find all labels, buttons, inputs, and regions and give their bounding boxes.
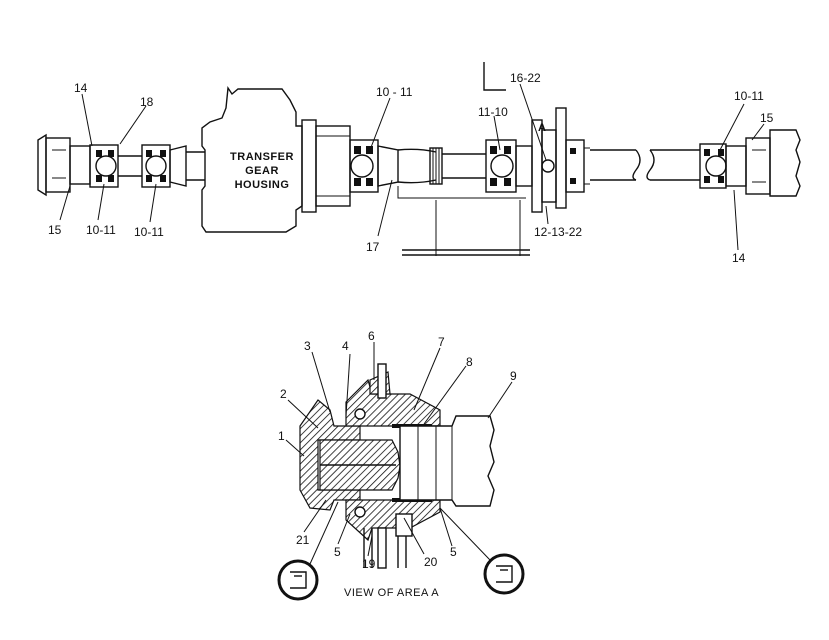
callout-19: 19 bbox=[362, 557, 376, 571]
callout-15-left: 15 bbox=[48, 223, 62, 237]
callout-8: 8 bbox=[466, 355, 473, 369]
callout-4: 4 bbox=[342, 339, 349, 353]
housing-label-line-1: TRANSFER bbox=[230, 151, 294, 163]
carrier-bearing-plate bbox=[483, 62, 590, 213]
detail-caption: VIEW OF AREA A bbox=[344, 587, 439, 599]
housing-label-line-2: GEAR bbox=[245, 165, 279, 177]
drive-shaft-assembly: TRANSFER GEAR HOUSING bbox=[37, 62, 801, 265]
callout-17: 17 bbox=[366, 240, 380, 254]
transfer-gear-housing bbox=[201, 85, 303, 233]
right-u-joint bbox=[699, 129, 801, 197]
left-u-joint bbox=[89, 144, 142, 188]
area-a-section-view: 1 2 3 4 6 7 8 9 21 5 19 20 5 VIEW OF ARE… bbox=[277, 329, 525, 601]
detail-callouts: 1 2 3 4 6 7 8 9 21 5 19 20 5 bbox=[278, 329, 517, 571]
yoke-housing bbox=[299, 399, 361, 511]
callout-14-right: 14 bbox=[732, 251, 746, 265]
callout-21: 21 bbox=[296, 533, 310, 547]
callout-5-right: 5 bbox=[450, 545, 457, 559]
mounting-plate-upper bbox=[377, 363, 387, 399]
second-u-joint bbox=[141, 144, 205, 188]
bearing-ball-lower bbox=[354, 506, 366, 518]
support-bracket bbox=[397, 186, 530, 256]
callout-14-left: 14 bbox=[74, 81, 88, 95]
center-tube-shaft bbox=[397, 147, 486, 185]
bearing-ball-upper bbox=[354, 408, 366, 420]
callout-6: 6 bbox=[368, 329, 375, 343]
callout-10-11-a: 10-11 bbox=[86, 223, 116, 237]
callout-7: 7 bbox=[438, 335, 445, 349]
top-callouts: 14 18 15 10-11 10-11 10 - 11 17 11-10 16… bbox=[48, 71, 774, 265]
seal-detail-right bbox=[439, 507, 525, 595]
detail-leader-lines bbox=[285, 342, 513, 557]
callout-15-right: 15 bbox=[760, 111, 774, 125]
housing-label-line-3: HOUSING bbox=[235, 179, 290, 191]
top-leader-lines bbox=[59, 83, 765, 251]
callout-10-11-b: 10-11 bbox=[134, 225, 164, 239]
callout-10-11-c: 10 - 11 bbox=[376, 85, 413, 99]
callout-18: 18 bbox=[140, 95, 154, 109]
output-yoke bbox=[399, 415, 495, 507]
callout-9: 9 bbox=[510, 369, 517, 383]
mounting-plate-lower bbox=[377, 527, 387, 569]
housing-output-flange bbox=[301, 119, 351, 213]
carrier-u-joint bbox=[485, 139, 533, 193]
callout-10-11-d: 10-11 bbox=[734, 89, 764, 103]
rear-drive-shaft bbox=[590, 149, 700, 181]
callout-3: 3 bbox=[304, 339, 311, 353]
callout-2: 2 bbox=[280, 387, 287, 401]
callout-12-13-22: 12-13-22 bbox=[534, 225, 582, 239]
callout-11-10: 11-10 bbox=[478, 105, 508, 119]
callout-20: 20 bbox=[424, 555, 438, 569]
seal-detail-left bbox=[277, 501, 339, 601]
left-end-yoke bbox=[37, 133, 91, 197]
callout-1: 1 bbox=[278, 429, 285, 443]
callout-16-22: 16-22 bbox=[510, 71, 541, 85]
lower-bearing-retainer bbox=[345, 499, 441, 542]
callout-5-left: 5 bbox=[334, 545, 341, 559]
area-a-marker: A bbox=[538, 122, 546, 134]
